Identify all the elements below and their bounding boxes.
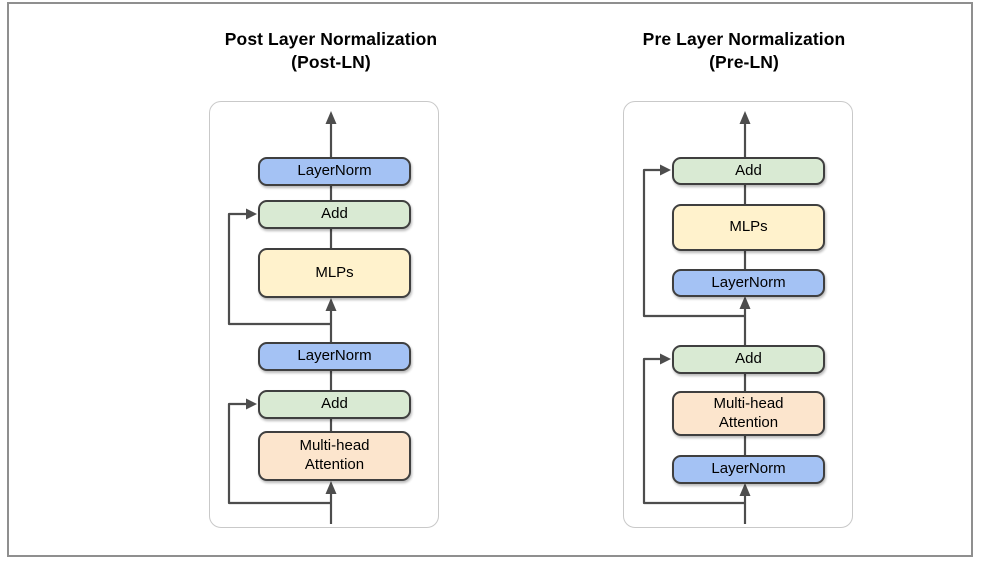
pre-ln-title: Pre Layer Normalization	[642, 29, 846, 49]
arrow-up-icon	[325, 298, 337, 311]
node-layernorm: LayerNorm	[258, 342, 411, 371]
arrow-right-icon	[246, 208, 257, 220]
post-ln-subtitle: (Post-LN)	[291, 52, 371, 73]
node-mlps: MLPs	[258, 248, 411, 298]
pre-ln-connectors	[642, 111, 751, 524]
pre-ln-title-block: Pre Layer Normalization (Pre-LN)	[624, 28, 864, 74]
node-layernorm: LayerNorm	[258, 157, 411, 186]
arrow-right-icon	[246, 398, 257, 410]
arrow-up-icon	[325, 481, 337, 494]
skip-connection	[642, 357, 745, 505]
post-ln-panel: LayerNorm Add MLPs LayerNorm Add Multi-h…	[209, 101, 439, 528]
skip-connection	[642, 168, 745, 318]
node-layernorm: LayerNorm	[672, 455, 825, 484]
node-add: Add	[258, 390, 411, 419]
pre-ln-panel: Add MLPs LayerNorm Add Multi-head Attent…	[623, 101, 853, 528]
post-ln-title: Post Layer Normalization	[224, 29, 438, 49]
node-multi-head-attention: Multi-head Attention	[672, 391, 825, 436]
pre-ln-subtitle: (Pre-LN)	[709, 52, 779, 73]
node-add: Add	[258, 200, 411, 229]
node-multi-head-attention: Multi-head Attention	[258, 431, 411, 481]
arrow-up-icon	[739, 111, 751, 124]
arrow-right-icon	[660, 164, 671, 176]
skip-connection	[227, 212, 331, 326]
arrow-up-icon	[739, 483, 751, 496]
arrow-up-icon	[325, 111, 337, 124]
post-ln-connectors	[227, 111, 337, 524]
figure-border	[7, 2, 973, 557]
node-layernorm: LayerNorm	[672, 269, 825, 297]
skip-connection	[227, 402, 331, 505]
post-ln-title-block: Post Layer Normalization (Post-LN)	[211, 28, 451, 74]
node-add: Add	[672, 157, 825, 185]
node-add: Add	[672, 345, 825, 374]
arrow-up-icon	[739, 296, 751, 309]
arrow-right-icon	[660, 353, 671, 365]
node-mlps: MLPs	[672, 204, 825, 251]
